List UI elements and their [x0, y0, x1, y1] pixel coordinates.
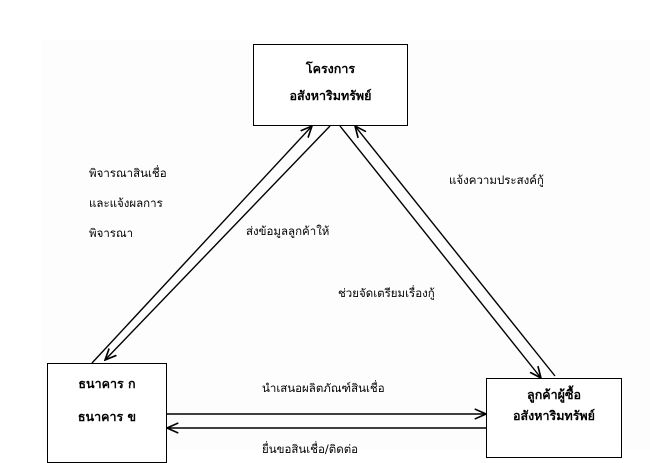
top-band — [0, 0, 650, 40]
node-buyer-line-2: อสังหาริมทรัพย์ — [513, 408, 595, 423]
label-bank-consider-line-2: และแจ้งผลการ — [89, 196, 163, 210]
arrow-project-to-bank — [105, 125, 331, 360]
label-present-loan-product: นำเสนอผลิตภัณฑ์สินเชื่อ — [262, 381, 385, 395]
node-banks: ธนาคาร ก ธนาคาร ข — [47, 363, 167, 463]
node-project-line-2: อสังหาริมทรัพย์ — [289, 88, 372, 103]
arrow-buyer-to-project — [355, 126, 556, 377]
node-buyer-line-1: ลูกค้าผู้ซื้อ — [527, 387, 581, 402]
node-buyer: ลูกค้าผู้ซื้อ อสังหาริมทรัพย์ — [486, 378, 622, 458]
node-project-line-1: โครงการ — [305, 61, 356, 76]
label-bottom-cut: ยื่นขอสินเชื่อ/ติดต่อ — [262, 442, 359, 456]
connector-lines — [91, 0, 556, 450]
label-bank-consider-line-3: พิจารณา — [89, 226, 134, 240]
label-bank-consider: พิจารณาสินเชื่อ และแจ้งผลการ พิจารณา — [89, 165, 167, 243]
node-banks-line-2: ธนาคาร ข — [77, 409, 137, 424]
label-help-prepare-loan: ช่วยจัดเตรียมเรื่องกู้ — [338, 286, 435, 300]
node-banks-line-1: ธนาคาร ก — [78, 376, 136, 391]
label-bank-consider-line-1: พิจารณาสินเชื่อ — [89, 166, 167, 180]
node-project: โครงการ อสังหาริมทรัพย์ — [253, 44, 408, 126]
label-notify-loan-intent: แจ้งความประสงค์กู้ — [449, 173, 544, 187]
label-send-customer-info: ส่งข้อมูลลูกค้าให้ — [246, 224, 330, 238]
arrow-project-to-buyer — [339, 125, 541, 378]
arrow-bank-to-project — [91, 126, 312, 364]
